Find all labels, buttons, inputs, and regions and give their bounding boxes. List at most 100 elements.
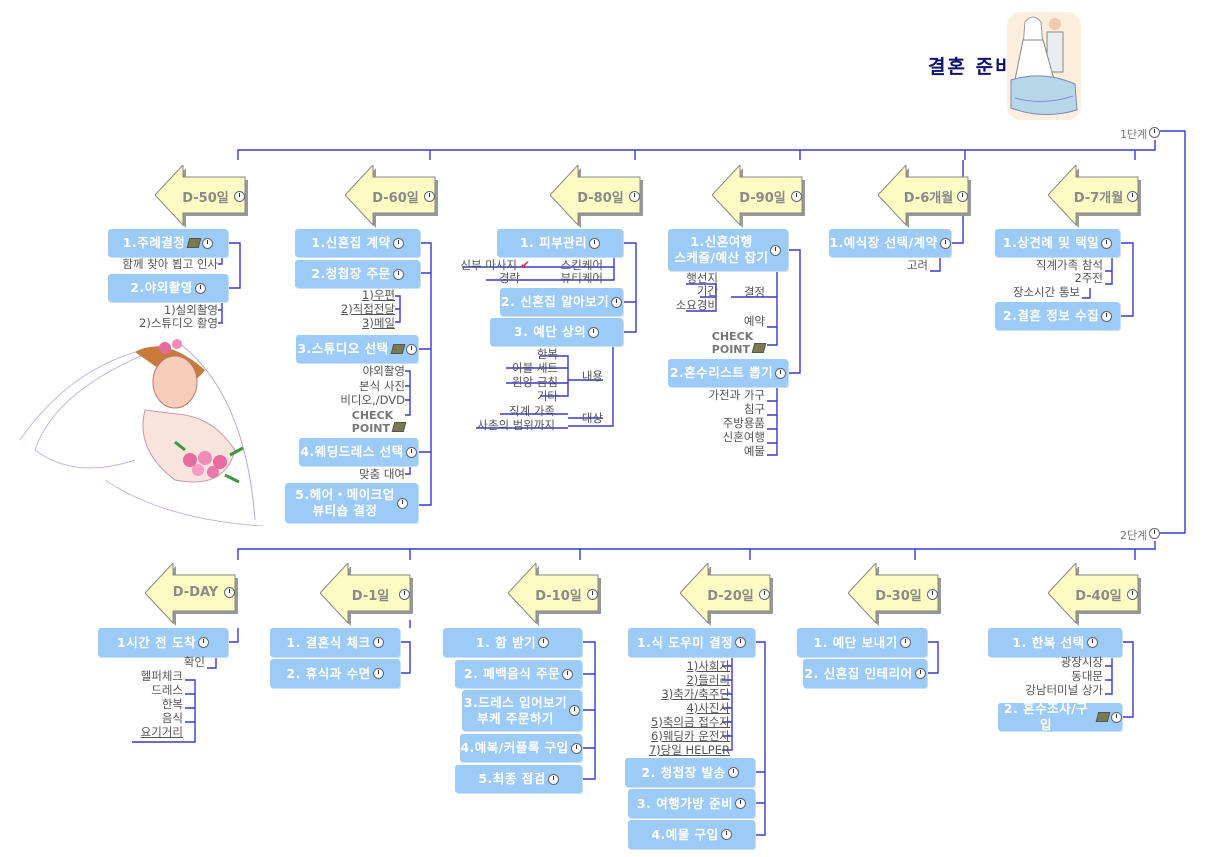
milestone-arrow[interactable]: D-6개월	[878, 165, 974, 229]
check-point[interactable]: CHECK POINT	[712, 330, 767, 356]
task-node[interactable]: 1. 결혼식 체크	[270, 628, 400, 657]
task-node[interactable]: 3. 여행가방 준비	[628, 789, 755, 818]
sub-item[interactable]: 사촌의 범위까지	[477, 419, 555, 432]
sub-item[interactable]: 주방용품	[723, 417, 765, 430]
sub-item[interactable]: 1)우편	[362, 289, 395, 302]
sub-item[interactable]: 장소시간 통보	[1013, 286, 1080, 299]
sub-item[interactable]: 광장시장	[1061, 656, 1103, 669]
sub-item[interactable]: 1)사회자	[686, 660, 730, 673]
sub-item[interactable]: 신부 마사지✔	[460, 259, 530, 272]
sub-item[interactable]: 행선지	[686, 272, 718, 285]
task-node[interactable]: 4.예물 구입	[628, 820, 755, 849]
task-node[interactable]: 5.헤어・메이크업 뷰티숍 결정	[285, 483, 418, 523]
sub-item[interactable]: 야외촬영	[363, 365, 405, 378]
sub-item[interactable]: 소요경비	[676, 299, 718, 312]
sub-item[interactable]: 2)스튜디오 활영	[139, 317, 218, 330]
group-label[interactable]: 내용	[582, 370, 603, 383]
task-node[interactable]: 3.스튜디오 선택	[296, 335, 418, 363]
sub-item[interactable]: 신혼여행	[723, 431, 765, 444]
milestone-arrow[interactable]: D-50일	[155, 165, 251, 229]
sub-item[interactable]: 함께 찾아 뵙고 인사	[122, 258, 218, 271]
sub-item[interactable]: 7)당일 HELPER	[649, 744, 730, 757]
task-node[interactable]: 1. 함 받기	[443, 628, 582, 657]
task-node[interactable]: 2. 휴식과 수면	[270, 659, 400, 688]
sub-item[interactable]: 예약	[744, 315, 765, 328]
milestone-arrow[interactable]: D-40일	[1048, 563, 1144, 627]
group-label[interactable]: 대상	[582, 412, 603, 425]
sub-item[interactable]: 원앙 금침	[512, 376, 558, 389]
sub-item[interactable]: 한복	[537, 348, 558, 361]
sub-item[interactable]: 예물	[744, 445, 765, 458]
sub-item[interactable]: 3)메일	[362, 317, 395, 330]
milestone-arrow[interactable]: D-DAY	[145, 563, 241, 627]
sub-item[interactable]: 기타	[537, 390, 558, 403]
sub-item[interactable]: 1)실외촬영	[164, 304, 218, 317]
sub-item[interactable]: 헬퍼체크	[141, 670, 183, 683]
task-node[interactable]: 5.최종 점검	[455, 765, 582, 793]
sub-item[interactable]: 뷰티케어	[561, 272, 603, 285]
stage-label[interactable]: 1단계	[1120, 126, 1161, 142]
task-node[interactable]: 1시간 전 도착	[98, 628, 228, 657]
sub-item[interactable]: 확인	[184, 656, 205, 669]
task-node[interactable]: 1.주례결정	[108, 229, 228, 257]
task-node[interactable]: 3. 예단 상의	[490, 318, 623, 346]
sub-item[interactable]: 2)들러리	[686, 674, 730, 687]
sub-item[interactable]: 2주전	[1075, 272, 1103, 285]
sub-item[interactable]: 기간	[697, 285, 718, 298]
task-node[interactable]: 2. 폐백음식 주문	[455, 660, 582, 688]
sub-item[interactable]: 경락	[499, 272, 520, 285]
sub-item[interactable]: 맞춤 대여	[359, 468, 405, 481]
sub-item[interactable]: 4)사진사	[686, 702, 730, 715]
sub-item[interactable]: 강남터미널 상가	[1025, 684, 1103, 697]
sub-item[interactable]: 요기거리	[141, 726, 183, 739]
sub-item[interactable]: 2)직접전달	[341, 303, 395, 316]
task-node[interactable]: 1.식 도우미 결정	[628, 628, 755, 657]
task-node[interactable]: 1.예식장 선택/계약	[829, 229, 951, 257]
milestone-label: D-90일	[739, 191, 786, 206]
task-node[interactable]: 2.야외촬영	[108, 274, 228, 302]
sub-item[interactable]: 한복	[162, 698, 183, 711]
check-point[interactable]: CHECK POINT	[352, 409, 407, 435]
group-label[interactable]: 결정	[744, 286, 765, 299]
milestone-arrow[interactable]: D-10일	[508, 563, 604, 627]
task-node[interactable]: 2.청첩장 주문	[295, 260, 420, 288]
sub-item[interactable]: 직계 가족	[509, 405, 555, 418]
sub-item[interactable]: 동대문	[1071, 670, 1103, 683]
sub-item[interactable]: 직계가족 참석	[1036, 259, 1103, 272]
sub-item[interactable]: 3)축가/축주단	[661, 688, 730, 701]
sub-item[interactable]: 비디오,/DVD	[340, 394, 405, 407]
task-node[interactable]: 3.드레스 입어보기 부케 주문하기	[462, 690, 582, 731]
sub-item[interactable]: 고려	[907, 259, 928, 272]
sub-item[interactable]: 이불 세트	[512, 362, 558, 375]
sub-item[interactable]: 드레스	[151, 684, 183, 697]
milestone-arrow[interactable]: D-30일	[848, 563, 944, 627]
sub-item[interactable]: 가전과 가구	[708, 389, 765, 402]
sub-item[interactable]: 스킨케어	[561, 259, 603, 272]
milestone-arrow[interactable]: D-20일	[680, 563, 776, 627]
task-node[interactable]: 1.상견례 및 택일	[995, 229, 1120, 257]
task-node[interactable]: 2. 청첩장 발송	[625, 758, 755, 787]
task-node[interactable]: 1.신혼여행 스케줄/예산 잡기	[668, 229, 788, 271]
task-node[interactable]: 2. 혼수조사/구입	[998, 701, 1122, 732]
sub-item[interactable]: 5)축의금 접수자	[651, 716, 730, 729]
sub-item[interactable]: 음식	[162, 712, 183, 725]
task-node[interactable]: 2.혼수리스트 뽑기	[668, 359, 788, 387]
task-node[interactable]: 2. 신혼집 인테리어	[803, 659, 927, 688]
sub-item[interactable]: 침구	[744, 403, 765, 416]
task-node[interactable]: 1. 예단 보내기	[797, 628, 927, 657]
task-node[interactable]: 2.결혼 정보 수집	[995, 302, 1120, 330]
task-node[interactable]: 4.예복/커플룩 구입	[460, 734, 582, 762]
milestone-arrow[interactable]: D-1일	[320, 563, 416, 627]
stage-label[interactable]: 2단계	[1120, 527, 1161, 543]
milestone-arrow[interactable]: D-60일	[345, 165, 441, 229]
milestone-arrow[interactable]: D-80일	[550, 165, 646, 229]
task-node[interactable]: 4.웨딩드레스 선택	[299, 438, 418, 466]
task-node[interactable]: 1.신혼집 계약	[295, 229, 420, 257]
task-node[interactable]: 1. 피부관리	[497, 229, 623, 257]
task-node[interactable]: 2. 신혼집 알아보기	[500, 288, 623, 316]
sub-item[interactable]: 6)웨딩카 운전자	[651, 730, 730, 743]
milestone-arrow[interactable]: D-7개월	[1048, 165, 1144, 229]
milestone-arrow[interactable]: D-90일	[712, 165, 808, 229]
task-node[interactable]: 1. 한복 선택	[988, 628, 1122, 657]
sub-item[interactable]: 본식 사진	[359, 380, 405, 393]
